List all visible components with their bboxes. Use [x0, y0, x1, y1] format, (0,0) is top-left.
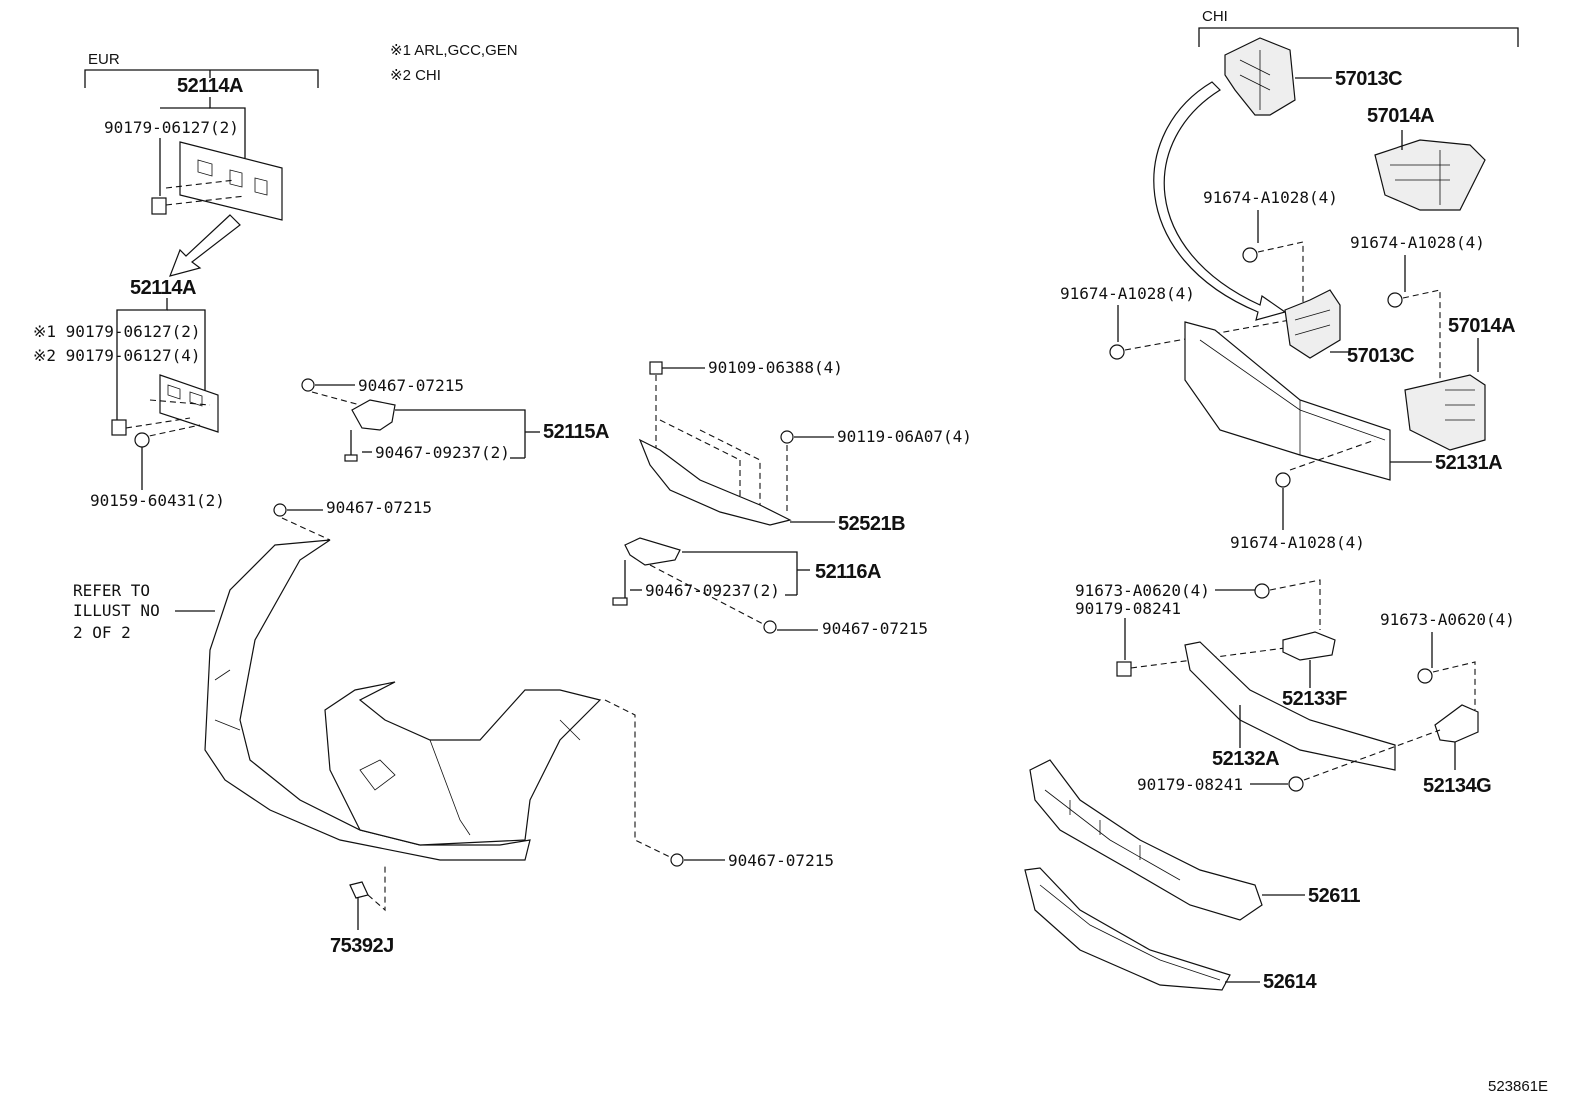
bolt-91674-d [1275, 472, 1291, 488]
bolt-90109 [649, 361, 663, 375]
part-91673-A0620-a-label[interactable]: 91673-A0620(4) [1075, 581, 1210, 600]
part-52133F-label[interactable]: 52133F [1282, 688, 1348, 710]
chi-label: CHI [1202, 8, 1228, 25]
clip-nut-std [111, 419, 127, 436]
part-90179-06127-4-mid-label[interactable]: ※2 90179-06127(4) [33, 346, 201, 365]
part-52116A-label[interactable]: 52116A [815, 561, 882, 583]
part-90119-06A07-label[interactable]: 90119-06A07(4) [837, 427, 972, 446]
part-91673-A0620-b-label[interactable]: 91673-A0620(4) [1380, 610, 1515, 629]
diagram-id: 523861E [1488, 1078, 1548, 1095]
refer-line-2: ILLUST NO [73, 601, 160, 620]
bracket-57014A-top[interactable] [1374, 139, 1486, 211]
part-90179-06127-2-mid-label[interactable]: ※1 90179-06127(2) [33, 322, 201, 341]
bumper-side-bracket-52116A[interactable] [624, 537, 681, 566]
part-90179-08241-b-label[interactable]: 90179-08241 [1137, 775, 1243, 794]
bolt-91674-a [1242, 247, 1258, 263]
part-90467-07215-d-label[interactable]: 90467-07215 [728, 851, 834, 870]
energy-absorber-52132A[interactable] [1184, 641, 1396, 771]
arrow-down-left-icon [169, 214, 241, 277]
clip-90467-a [301, 378, 315, 392]
bolt-91673-a [1254, 583, 1270, 599]
part-57014A-top-label[interactable]: 57014A [1367, 105, 1435, 127]
bracket-52134G[interactable] [1434, 704, 1479, 743]
part-90467-07215-a-label[interactable]: 90467-07215 [358, 376, 464, 395]
refer-line-1: REFER TO [73, 581, 150, 600]
curved-arrow-icon [1153, 81, 1287, 321]
clip-nut-eur [151, 197, 167, 215]
clip-90467-b [273, 503, 287, 517]
part-57014A-mid-label[interactable]: 57014A [1448, 315, 1516, 337]
part-57013C-mid-label[interactable]: 57013C [1347, 345, 1415, 367]
part-91674-A1028-b-label[interactable]: 91674-A1028(4) [1350, 233, 1485, 252]
part-91674-A1028-d-label[interactable]: 91674-A1028(4) [1230, 533, 1365, 552]
part-75392J-label[interactable]: 75392J [330, 935, 394, 957]
bumper-side-bracket-52115A[interactable] [351, 399, 396, 431]
part-90467-09237-b-label[interactable]: 90467-09237(2) [645, 581, 780, 600]
note-2: ※2 CHI [390, 67, 441, 84]
part-90109-06388-label[interactable]: 90109-06388(4) [708, 358, 843, 377]
part-57013C-top-label[interactable]: 57013C [1335, 68, 1403, 90]
part-52114A-mid-label[interactable]: 52114A [130, 277, 197, 299]
clip-75392J[interactable] [349, 881, 369, 899]
part-52114A-top-label[interactable]: 52114A [177, 75, 244, 97]
bolt-91673-b [1417, 668, 1433, 684]
part-52132A-label[interactable]: 52132A [1212, 748, 1280, 770]
part-52115A-label[interactable]: 52115A [543, 421, 610, 443]
bracket-52133F[interactable] [1282, 631, 1336, 661]
part-91674-A1028-a-label[interactable]: 91674-A1028(4) [1203, 188, 1338, 207]
part-52614-label[interactable]: 52614 [1263, 971, 1318, 993]
clip-90467-c [763, 620, 777, 634]
license-plate-bracket-std[interactable] [159, 374, 219, 433]
bracket-52115A-group: 90467-07215 52115A 90467-09237(2) [301, 376, 610, 462]
part-52521B-label[interactable]: 52521B [838, 513, 906, 535]
part-90467-07215-c-label[interactable]: 90467-07215 [822, 619, 928, 638]
part-52611-label[interactable]: 52611 [1308, 885, 1361, 907]
part-52134G-label[interactable]: 52134G [1423, 775, 1492, 797]
bolt-91674-c [1109, 344, 1125, 360]
bolt-90159 [134, 432, 150, 448]
bracket-57014A-mid[interactable] [1404, 374, 1486, 451]
part-90179-08241-a-label[interactable]: 90179-08241 [1075, 599, 1181, 618]
part-52131A-label[interactable]: 52131A [1435, 452, 1503, 474]
nut-90179-b [1288, 776, 1304, 792]
screw-90467-09237-b [612, 597, 628, 606]
nut-90179-a [1116, 661, 1132, 677]
license-bracket-std-group: 52114A ※1 90179-06127(2) ※2 90179-06127(… [33, 277, 225, 510]
part-90179-06127-top-label[interactable]: 90179-06127(2) [104, 118, 239, 137]
front-bumper-cover[interactable] [204, 539, 602, 861]
bracket-57013C-mid[interactable] [1284, 289, 1341, 359]
screw-90467-09237-a [344, 454, 358, 462]
bolt-91674-b [1387, 292, 1403, 308]
clip-90467-d [670, 853, 684, 867]
eur-label: EUR [88, 51, 120, 68]
part-90467-09237-a-label[interactable]: 90467-09237(2) [375, 443, 510, 462]
part-91674-A1028-c-label[interactable]: 91674-A1028(4) [1060, 284, 1195, 303]
lower-support-52611[interactable] [1029, 759, 1263, 921]
bolt-90119 [780, 430, 794, 444]
part-90467-07215-b-label[interactable]: 90467-07215 [326, 498, 432, 517]
bumper-support-52521B[interactable] [638, 438, 792, 526]
note-1: ※1 ARL,GCC,GEN [390, 42, 518, 59]
part-90159-60431-label[interactable]: 90159-60431(2) [90, 491, 225, 510]
eur-license-bracket-group: EUR 52114A 90179-06127(2) [84, 51, 319, 277]
refer-line-3: 2 OF 2 [73, 623, 131, 642]
